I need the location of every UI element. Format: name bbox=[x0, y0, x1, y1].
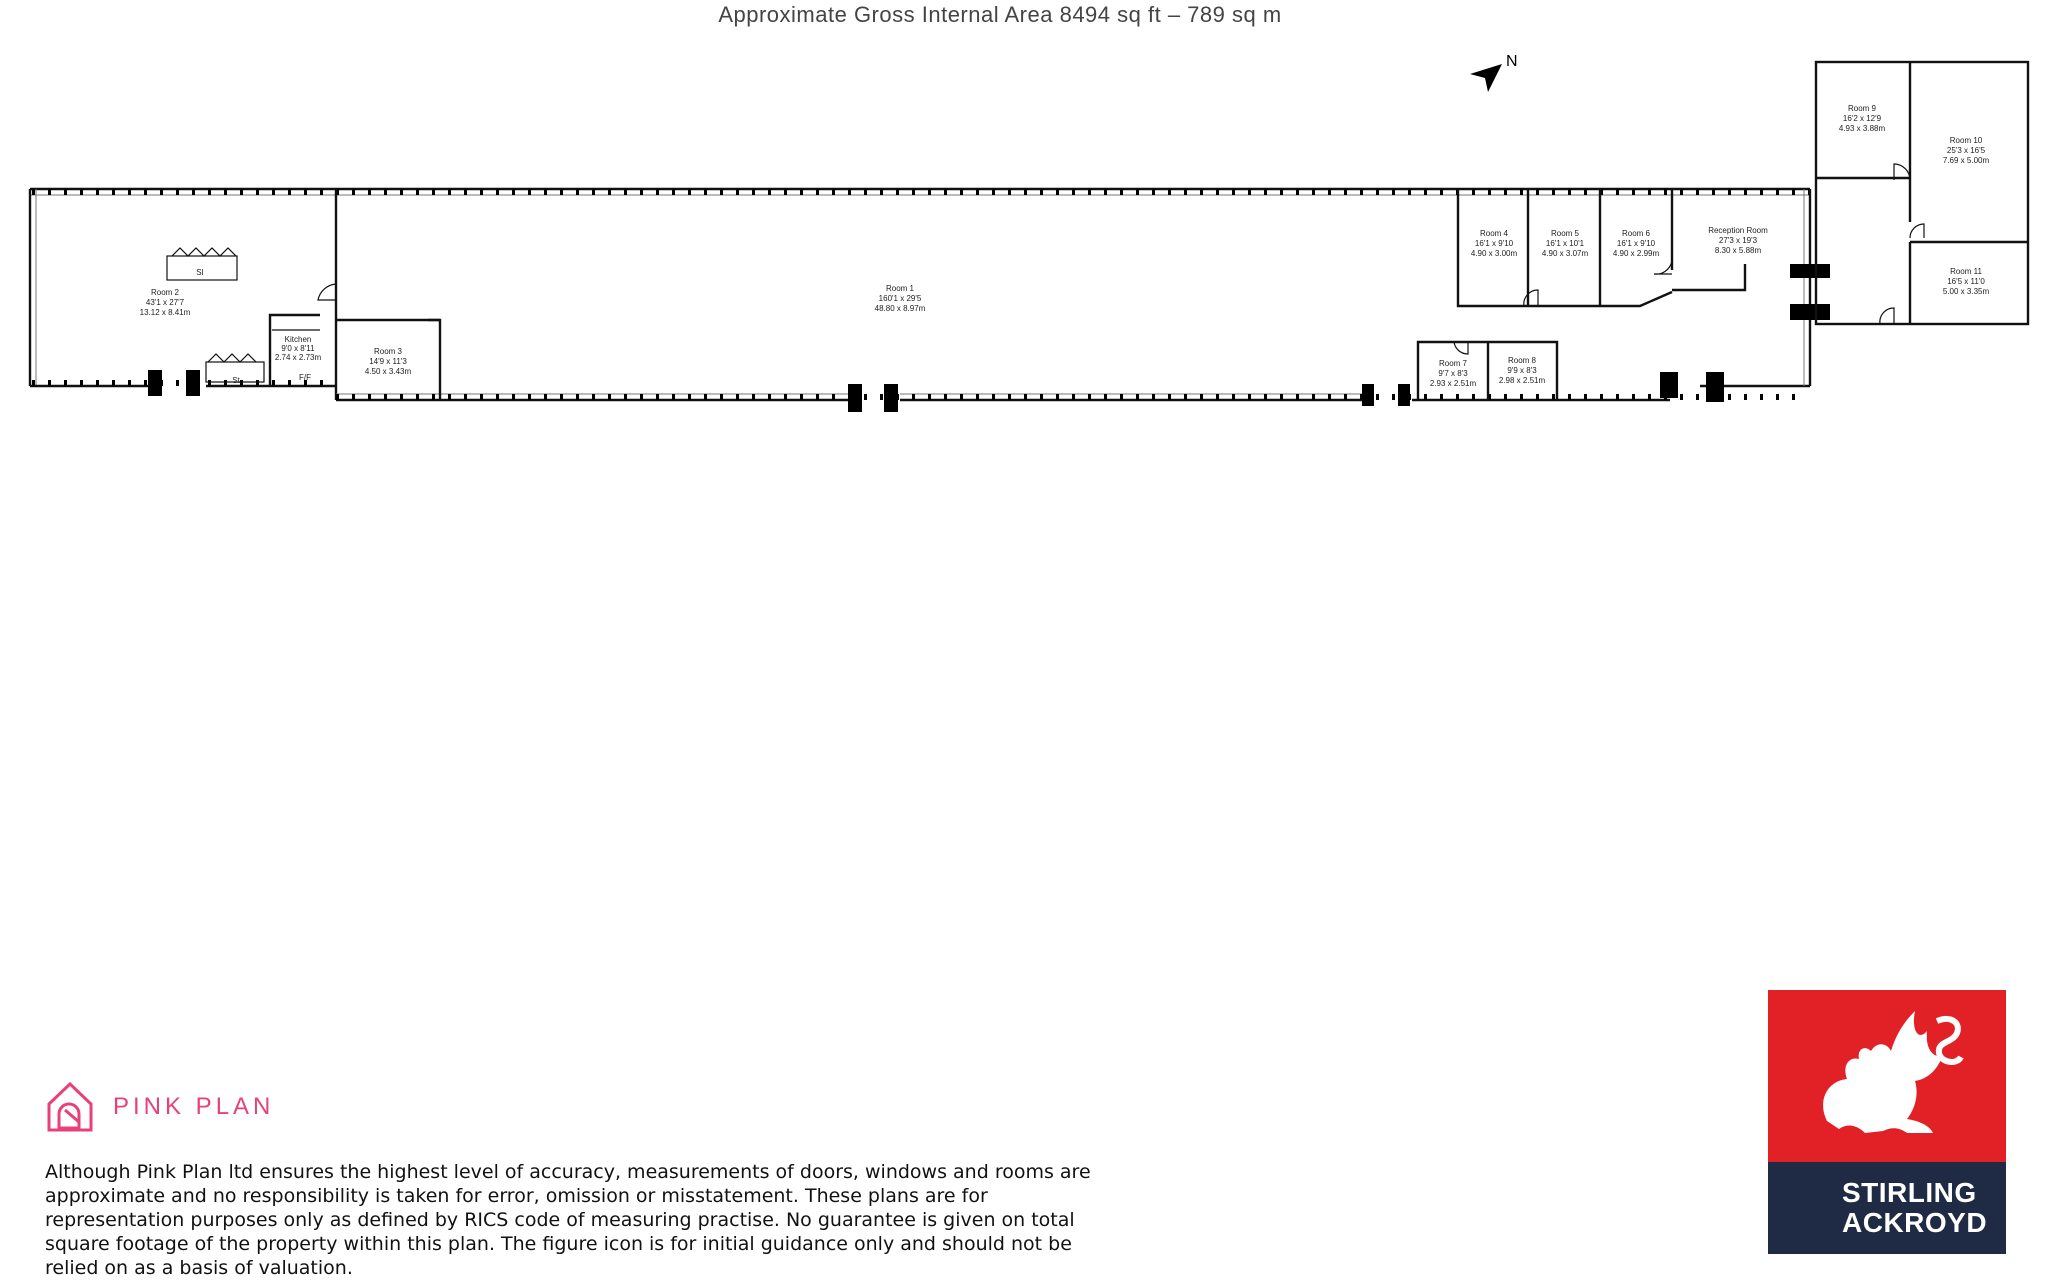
pink-plan-text: PINK PLAN bbox=[113, 1093, 275, 1120]
room-2-name: Room 2 bbox=[151, 288, 180, 297]
room-4-name: Room 4 bbox=[1480, 229, 1509, 238]
room-10-name: Room 10 bbox=[1950, 136, 1983, 145]
room-9-imperial: 16'2 x 12'9 bbox=[1843, 114, 1882, 123]
room-4-imperial: 16'1 x 9'10 bbox=[1475, 239, 1514, 248]
room-11-name: Room 11 bbox=[1950, 267, 1982, 276]
main-building-outline bbox=[28, 187, 1812, 402]
reception-name: Reception Room bbox=[1708, 226, 1768, 235]
room-1-name: Room 1 bbox=[886, 284, 915, 293]
room-5-name: Room 5 bbox=[1551, 229, 1580, 238]
kitchen-walls bbox=[205, 313, 320, 386]
brand-emblem bbox=[1768, 990, 2006, 1162]
room-6-metric: 4.90 x 2.99m bbox=[1613, 249, 1660, 258]
brand-line-2: ACKROYD bbox=[1842, 1207, 1988, 1238]
room-3-walls bbox=[336, 318, 442, 400]
room-7-name: Room 7 bbox=[1439, 359, 1468, 368]
gross-area-title: Approximate Gross Internal Area 8494 sq … bbox=[718, 2, 1282, 27]
room-10-imperial: 25'3 x 16'5 bbox=[1947, 146, 1986, 155]
room-7-metric: 2.93 x 2.51m bbox=[1430, 379, 1477, 388]
kitchen-imperial: 9'0 x 8'11 bbox=[281, 344, 315, 353]
room-9-metric: 4.93 x 3.88m bbox=[1839, 124, 1886, 133]
room-8-name: Room 8 bbox=[1508, 356, 1537, 365]
reception-imperial: 27'3 x 19'3 bbox=[1719, 236, 1758, 245]
griffin-icon bbox=[1823, 1011, 1964, 1133]
kitchen-metric: 2.74 x 2.73m bbox=[275, 353, 322, 362]
room-7-imperial: 9'7 x 8'3 bbox=[1438, 369, 1468, 378]
disclaimer-text: Although Pink Plan ltd ensures the highe… bbox=[45, 1161, 1091, 1279]
small-room-walls bbox=[1416, 340, 1559, 400]
room-11-metric: 5.00 x 3.35m bbox=[1943, 287, 1990, 296]
brand-line-1: STIRLING bbox=[1842, 1177, 1977, 1208]
structural-columns bbox=[148, 264, 1830, 412]
room-1-metric: 48.80 x 8.97m bbox=[875, 304, 926, 313]
kitchen-name: Kitchen bbox=[285, 335, 312, 344]
stirling-ackroyd-logo: STIRLING ACKROYD bbox=[1768, 990, 2006, 1254]
office-block-walls bbox=[1456, 189, 1747, 308]
pink-plan-logo: PINK PLAN bbox=[45, 1080, 274, 1134]
room-3-metric: 4.50 x 3.43m bbox=[365, 367, 412, 376]
room-6-imperial: 16'1 x 9'10 bbox=[1617, 239, 1656, 248]
room-9-name: Room 9 bbox=[1848, 104, 1877, 113]
room-8-metric: 2.98 x 2.51m bbox=[1499, 376, 1546, 385]
room-1-imperial: 160'1 x 29'5 bbox=[879, 294, 922, 303]
room-labels: Room 2 43'1 x 27'7 13.12 x 8.41m SI St K… bbox=[140, 104, 1990, 388]
compass-label: N bbox=[1506, 53, 1518, 70]
room-8-imperial: 9'9 x 8'3 bbox=[1507, 366, 1537, 375]
si-lower-label: St bbox=[232, 376, 240, 385]
reception-metric: 8.30 x 5.88m bbox=[1715, 246, 1762, 255]
room-4-metric: 4.90 x 3.00m bbox=[1471, 249, 1518, 258]
fridge-label: F/F bbox=[299, 373, 311, 382]
room-5-imperial: 16'1 x 10'1 bbox=[1546, 239, 1585, 248]
room-2-metric: 13.12 x 8.41m bbox=[140, 308, 191, 317]
room-10-metric: 7.69 x 5.00m bbox=[1943, 156, 1990, 165]
room-3-imperial: 14'9 x 11'3 bbox=[369, 357, 407, 366]
room-2-walls bbox=[166, 189, 338, 386]
room-3-name: Room 3 bbox=[374, 347, 403, 356]
room-2-imperial: 43'1 x 27'7 bbox=[146, 298, 185, 307]
house-logo-icon bbox=[47, 1081, 93, 1132]
room-11-imperial: 16'5 x 11'0 bbox=[1947, 277, 1985, 286]
floor-plan: N bbox=[28, 53, 2030, 412]
si-upper-label: SI bbox=[196, 268, 204, 277]
brand-wordmark: STIRLING ACKROYD bbox=[1768, 1162, 2006, 1254]
annex-walls bbox=[1814, 60, 2030, 326]
room-5-metric: 4.90 x 3.07m bbox=[1542, 249, 1589, 258]
room-6-name: Room 6 bbox=[1622, 229, 1651, 238]
north-arrow-icon: N bbox=[1470, 53, 1518, 92]
